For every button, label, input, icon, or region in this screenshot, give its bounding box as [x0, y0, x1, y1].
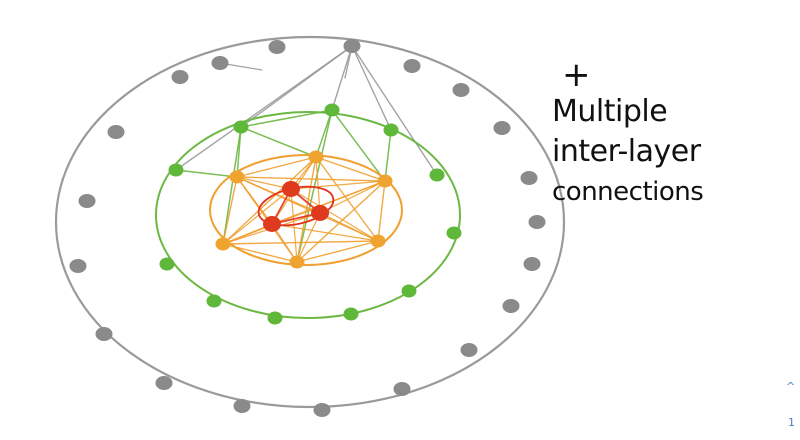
outer-node — [268, 40, 286, 54]
inner-edge — [315, 156, 379, 242]
middle-inner-edge — [175, 169, 238, 178]
middle-ring-path — [155, 111, 461, 319]
annotation-line-3: connections — [552, 177, 704, 207]
middle-inner-edge — [240, 109, 333, 128]
page-number: 1 — [788, 416, 795, 429]
inner-ring-path — [209, 154, 403, 266]
inner-core-edge — [271, 180, 386, 225]
inner-core-edge — [315, 156, 321, 214]
outer-node — [452, 83, 470, 97]
core-node — [282, 181, 300, 197]
inner-edge — [315, 156, 386, 182]
middle-layer-ring — [155, 111, 461, 319]
inner-core-edge — [271, 223, 379, 242]
inner-node — [377, 174, 393, 188]
inner-layer-ring — [209, 154, 403, 266]
middle-node — [159, 257, 175, 271]
outer-node — [78, 194, 96, 208]
inner-edge — [236, 156, 317, 178]
outer-node — [107, 125, 125, 139]
nodes — [69, 39, 546, 417]
outer-middle-edge — [351, 45, 438, 176]
outer-node — [171, 70, 189, 84]
inner-edge — [222, 240, 379, 245]
outer-node — [233, 399, 251, 413]
inner-core-edge — [290, 180, 386, 190]
middle-node — [343, 307, 359, 321]
middle-inner-edge — [384, 129, 392, 182]
annotation-plus: + — [562, 55, 591, 95]
inner-core-edge — [290, 188, 379, 242]
inner-edge — [377, 180, 386, 242]
middle-node — [401, 284, 417, 298]
annotation-line-1: Multiple — [552, 94, 668, 129]
outer-ring-path — [54, 35, 566, 409]
core-node — [263, 216, 281, 232]
annotation-line-2: inter-layer — [552, 134, 701, 169]
outer-node — [460, 343, 478, 357]
middle-inner-edge — [240, 126, 317, 158]
middle-inner-edge — [331, 109, 386, 182]
outer-node — [95, 327, 113, 341]
outer-node — [393, 382, 411, 396]
outer-node — [403, 59, 421, 73]
annotation-text: + Multiple inter-layer connections — [552, 58, 792, 212]
inner-layer-star-connections — [222, 156, 386, 263]
outer-node — [313, 403, 331, 417]
inner-core-edge — [319, 212, 379, 242]
middle-node — [429, 168, 445, 182]
outer-node — [528, 215, 546, 229]
inner-node — [229, 170, 245, 184]
middle-node — [168, 163, 184, 177]
outer-layer-ring — [54, 35, 566, 409]
inner-core-edge — [236, 176, 321, 214]
middle-node — [446, 226, 462, 240]
middle-inner-edge — [222, 126, 242, 245]
outer-node — [343, 39, 361, 53]
inner-edge — [296, 156, 317, 263]
core-node — [311, 205, 329, 221]
middle-node — [206, 294, 222, 308]
inner-edge — [222, 243, 298, 263]
outer-middle-edge — [175, 45, 353, 171]
outer-node — [69, 259, 87, 273]
middle-node — [324, 103, 340, 117]
outer-node — [211, 56, 229, 70]
inner-node — [215, 237, 231, 251]
inner-core-edge — [296, 212, 321, 263]
scroll-up-icon[interactable]: ^ — [786, 380, 796, 393]
inner-node — [370, 234, 386, 248]
page-corner-indicator: ^ 1 — [784, 380, 800, 440]
middle-inner-edge — [315, 109, 333, 158]
outer-node — [493, 121, 511, 135]
outer-middle-edge — [351, 45, 392, 131]
outer-node — [520, 171, 538, 185]
middle-node — [233, 120, 249, 134]
inner-node — [289, 255, 305, 269]
inner-node — [308, 150, 324, 164]
middle-to-inner-connections — [175, 109, 392, 263]
middle-node — [267, 311, 283, 325]
inner-edge — [296, 240, 379, 263]
inner-core-edge — [236, 176, 273, 225]
middle-node — [383, 123, 399, 137]
middle-inner-edge — [296, 109, 333, 263]
outer-middle-edge — [331, 45, 353, 111]
outer-node — [155, 376, 173, 390]
inner-core-edge — [236, 176, 292, 190]
inner-core-edge — [222, 188, 292, 245]
inner-edge — [222, 176, 238, 245]
inner-edge — [296, 180, 386, 263]
outer-node — [502, 299, 520, 313]
inner-edge — [222, 156, 317, 245]
inner-edge — [236, 176, 386, 182]
outer-node — [523, 257, 541, 271]
